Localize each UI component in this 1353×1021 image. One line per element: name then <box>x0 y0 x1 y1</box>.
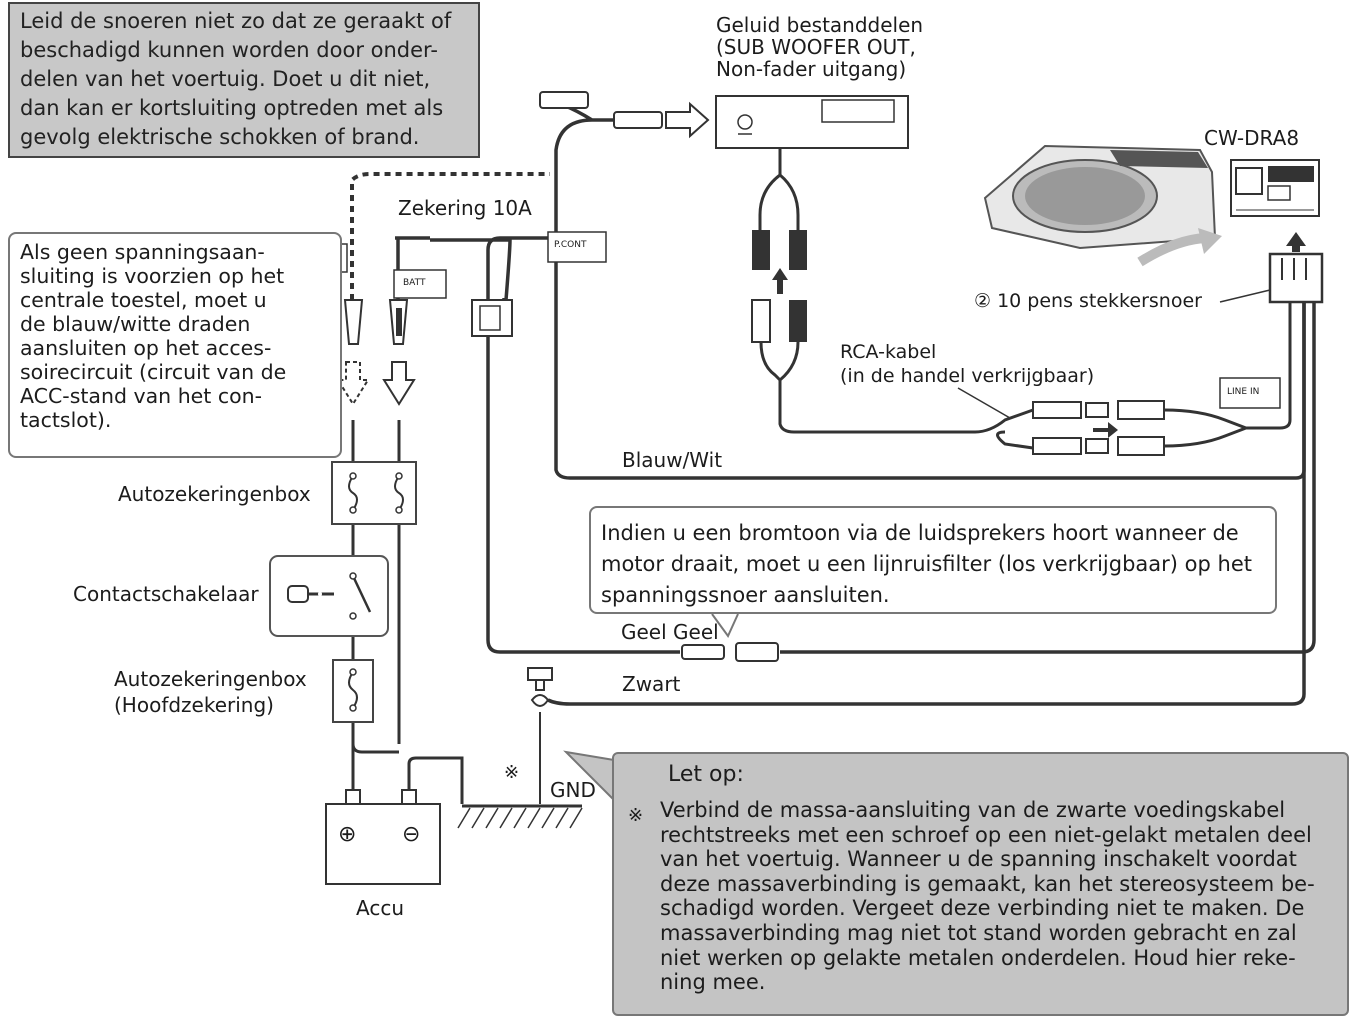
connector-label: ② 10 pens stekkersnoer <box>974 290 1202 312</box>
caution-mark: ※ <box>628 805 644 826</box>
unit-display <box>821 99 895 123</box>
battery-minus-icon: ⊖ <box>402 822 421 847</box>
battery-plus-icon: ⊕ <box>338 822 357 847</box>
hum-callout: Indien u een bromtoon via de luidspreker… <box>589 506 1277 614</box>
hum-callout-line: motor draait, moet u een lijnruisfilter … <box>601 552 1252 576</box>
acc-callout-line: ACC-stand van het con- <box>20 384 263 408</box>
rca-label: RCA-kabel (in de handel verkrijgbaar) <box>840 340 1094 388</box>
blue-white-label: Blauw/Wit <box>622 448 723 472</box>
sound-components-line2: (SUB WOOFER OUT, <box>716 35 916 59</box>
caution-line: massaverbinding mag niet tot stand worde… <box>660 920 1297 945</box>
rca-label-leader <box>957 387 1011 419</box>
sound-components-label: Geluid bestanddelen (SUB WOOFER OUT, Non… <box>716 14 923 80</box>
caution-line: schadigd worden. Vergeet deze verbinding… <box>660 896 1305 921</box>
acc-callout-line: de blauw/witte draden <box>20 312 251 336</box>
acc-callout: Als geen spanningsaan- sluiting is voorz… <box>8 232 342 458</box>
ignition-switch-box <box>269 555 389 637</box>
acc-callout-line: Als geen spanningsaan- <box>20 240 265 264</box>
ignition-label: Contactschakelaar <box>73 582 259 606</box>
acc-callout-line: aansluiten op het acces- <box>20 336 272 360</box>
line-in-tag-label: LINE IN <box>1227 387 1260 397</box>
car-fusebox <box>331 461 417 525</box>
hum-callout-line: Indien u een bromtoon via de luidspreker… <box>601 521 1239 545</box>
caution-body: Verbind de massa-aansluiting van de zwar… <box>628 798 1333 995</box>
unit-knob <box>737 114 753 130</box>
rca-cable-down <box>759 341 1034 450</box>
sound-components-line3: Non-fader uitgang) <box>716 57 907 81</box>
acc-callout-line: centrale toestel, moet u <box>20 288 267 312</box>
warning-line: beschadigd kunnen worden door onder- <box>20 38 438 62</box>
caution-line: niet werken op gelakte metalen onderdele… <box>660 945 1296 970</box>
caution-line: deze massaverbinding is gemaakt, kan het… <box>660 871 1315 896</box>
device-name: CW-DRA8 <box>1204 126 1300 150</box>
dashed-down-arrow <box>336 361 370 406</box>
caution-line: Verbind de massa-aansluiting van de zwar… <box>660 798 1286 822</box>
batt-tag <box>393 269 447 299</box>
hum-callout-line: spanningssnoer aansluiten. <box>601 583 890 607</box>
battery <box>325 803 441 885</box>
pcont-tag-label: P.CONT <box>554 240 587 250</box>
pcont-tag <box>547 231 607 263</box>
fusebox-label: Autozekeringenbox <box>118 482 311 506</box>
rca-line1: RCA-kabel <box>840 341 937 363</box>
main-fusebox-line1: Autozekeringenbox <box>114 667 307 691</box>
main-fusebox-line2: (Hoofdzekering) <box>114 693 274 717</box>
yellow-connector-male <box>681 644 725 660</box>
wire-yellow <box>430 236 1316 654</box>
acc-callout-line: soirecircuit (circuit van de <box>20 360 287 384</box>
note-mark: ※ <box>504 762 520 783</box>
caution-line: van het voertuig. Wanneer u de spanning … <box>660 847 1297 872</box>
warning-line: dan kan er kortsluiting optreden met als <box>20 96 444 120</box>
caution-title: Let op: <box>668 762 744 787</box>
warning-line: Leid de snoeren niet zo dat ze geraakt o… <box>20 9 452 33</box>
line-in-tag <box>1219 377 1281 409</box>
caution-box: Let op: ※ Verbind de massa-aansluiting v… <box>612 752 1349 1016</box>
gnd-label: GND <box>550 778 596 802</box>
rca-line2: (in de handel verkrijgbaar) <box>840 365 1095 387</box>
blue-white-connector <box>539 91 589 109</box>
wire-black <box>547 302 1306 706</box>
main-fusebox-label: Autozekeringenbox (Hoofdzekering) <box>114 666 307 718</box>
batt-tag-label: BATT <box>403 278 426 288</box>
ten-pin-connector <box>1268 252 1324 304</box>
arrow-up-to-device <box>1286 232 1306 252</box>
acc-callout-line: tactslot). <box>20 408 112 432</box>
key-icon <box>287 585 334 603</box>
subwoofer-device <box>983 144 1222 267</box>
caution-line: ning mee. <box>660 970 766 995</box>
acc-callout-line: sluiting is voorzien op het <box>20 264 285 288</box>
yellow-connector-female <box>735 642 779 662</box>
battery-label: Accu <box>356 896 404 920</box>
ground-screw <box>527 667 553 707</box>
yellow-label: Geel Geel <box>621 620 719 644</box>
pcont-connector <box>613 111 663 129</box>
down-arrow <box>382 361 416 406</box>
sound-components-line1: Geluid bestanddelen <box>716 13 924 37</box>
rca-cable-right <box>779 173 800 230</box>
warning-box: Leid de snoeren niet zo dat ze geraakt o… <box>8 2 480 158</box>
device-side-panel <box>1230 159 1320 217</box>
warning-line: delen van het voertuig. Doet u dit niet, <box>20 67 431 91</box>
arrow-to-sound-unit <box>665 101 710 139</box>
caution-line: rechtstreeks met een schroef op een niet… <box>660 822 1312 847</box>
black-label: Zwart <box>622 672 681 696</box>
warning-line: gevolg elektrische schokken of brand. <box>20 125 420 149</box>
rca-cable-left <box>758 148 782 230</box>
fuse-label: Zekering 10A <box>398 196 532 220</box>
